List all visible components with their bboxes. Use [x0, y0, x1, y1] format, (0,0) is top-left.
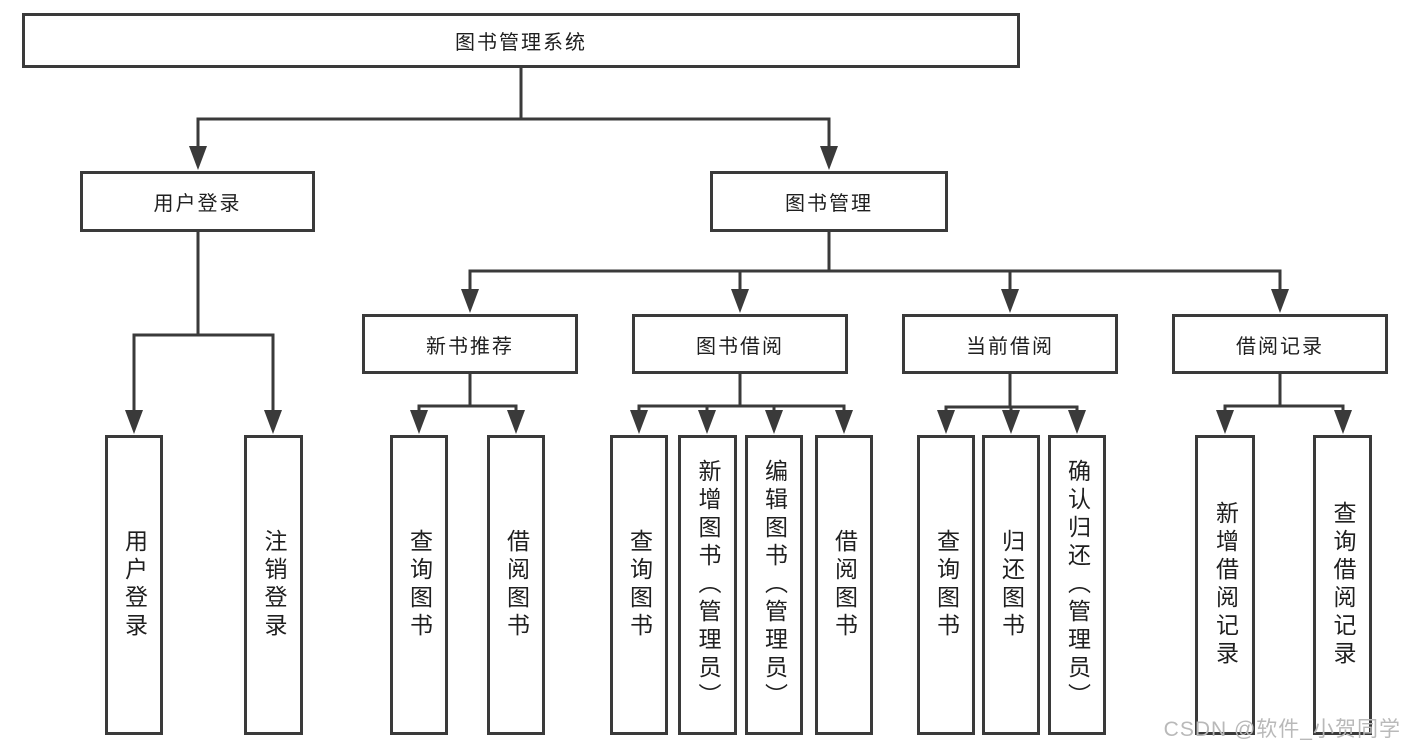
leaf-user-login: 用户登录	[105, 435, 163, 735]
node-label: 借阅记录	[1236, 335, 1324, 358]
arrowhead-down-icon	[1068, 410, 1086, 434]
node-label: 借阅图书	[831, 529, 858, 641]
node-label: 新增借阅记录	[1212, 501, 1239, 669]
node-label: 查询借阅记录	[1330, 501, 1356, 669]
node-new-book-recommend: 新书推荐	[362, 314, 578, 374]
node-user-login: 用户登录	[80, 171, 315, 232]
arrowhead-down-icon	[1216, 410, 1234, 434]
leaf-query-borrow-record: 查询借阅记录	[1313, 435, 1372, 735]
node-label: 编辑图书（管理员）	[761, 459, 788, 711]
node-borrowing-records: 借阅记录	[1172, 314, 1388, 374]
arrowhead-down-icon	[461, 289, 479, 313]
leaf-query-books-borrowing: 查询图书	[610, 435, 668, 735]
leaf-borrow-books-recommend: 借阅图书	[487, 435, 545, 735]
arrowhead-down-icon	[264, 410, 282, 434]
node-label: 归还图书	[998, 529, 1025, 641]
node-label: 新增图书（管理员）	[695, 459, 721, 711]
node-label: 确认归还（管理员）	[1064, 459, 1091, 711]
arrowhead-down-icon	[731, 289, 749, 313]
leaf-edit-books-admin: 编辑图书（管理员）	[745, 435, 803, 735]
arrowhead-down-icon	[410, 410, 428, 434]
arrowhead-down-icon	[765, 410, 783, 434]
csdn-watermark: CSDN @软件_小贺同学	[1163, 718, 1401, 741]
arrowhead-down-icon	[835, 410, 853, 434]
node-label: 查询图书	[933, 529, 960, 641]
arrowhead-down-icon	[125, 410, 143, 434]
leaf-logout: 注销登录	[244, 435, 303, 735]
node-label: 用户登录	[153, 193, 242, 215]
arrowhead-down-icon	[630, 410, 648, 434]
node-label: 注销登录	[261, 529, 287, 641]
node-label: 查询图书	[406, 529, 433, 641]
leaf-add-books-admin: 新增图书（管理员）	[678, 435, 737, 735]
arrowhead-down-icon	[1334, 410, 1352, 434]
node-label: 图书借阅	[696, 335, 784, 358]
arrowhead-down-icon	[698, 410, 716, 434]
node-label: 当前借阅	[966, 335, 1054, 358]
node-label: 新书推荐	[426, 335, 514, 358]
node-book-management: 图书管理	[710, 171, 948, 232]
leaf-borrow-books-borrowing: 借阅图书	[815, 435, 873, 735]
node-label: 用户登录	[121, 529, 148, 641]
arrowhead-down-icon	[937, 410, 955, 434]
node-book-borrowing: 图书借阅	[632, 314, 848, 374]
leaf-confirm-return-admin: 确认归还（管理员）	[1048, 435, 1106, 735]
node-label: 借阅图书	[503, 529, 530, 641]
arrowhead-down-icon	[507, 410, 525, 434]
leaf-return-books: 归还图书	[982, 435, 1040, 735]
arrowhead-down-icon	[820, 146, 838, 170]
node-label: 图书管理	[785, 193, 873, 215]
node-label: 查询图书	[626, 529, 653, 641]
node-root-library-system: 图书管理系统	[22, 13, 1020, 68]
node-label: 图书管理系统	[455, 32, 587, 54]
arrowhead-down-icon	[1001, 289, 1019, 313]
leaf-add-borrow-record: 新增借阅记录	[1195, 435, 1255, 735]
leaf-query-books-current: 查询图书	[917, 435, 975, 735]
arrowhead-down-icon	[1271, 289, 1289, 313]
node-current-borrowing: 当前借阅	[902, 314, 1118, 374]
arrowhead-down-icon	[189, 146, 207, 170]
leaf-query-books-recommend: 查询图书	[390, 435, 448, 735]
arrowhead-down-icon	[1002, 410, 1020, 434]
